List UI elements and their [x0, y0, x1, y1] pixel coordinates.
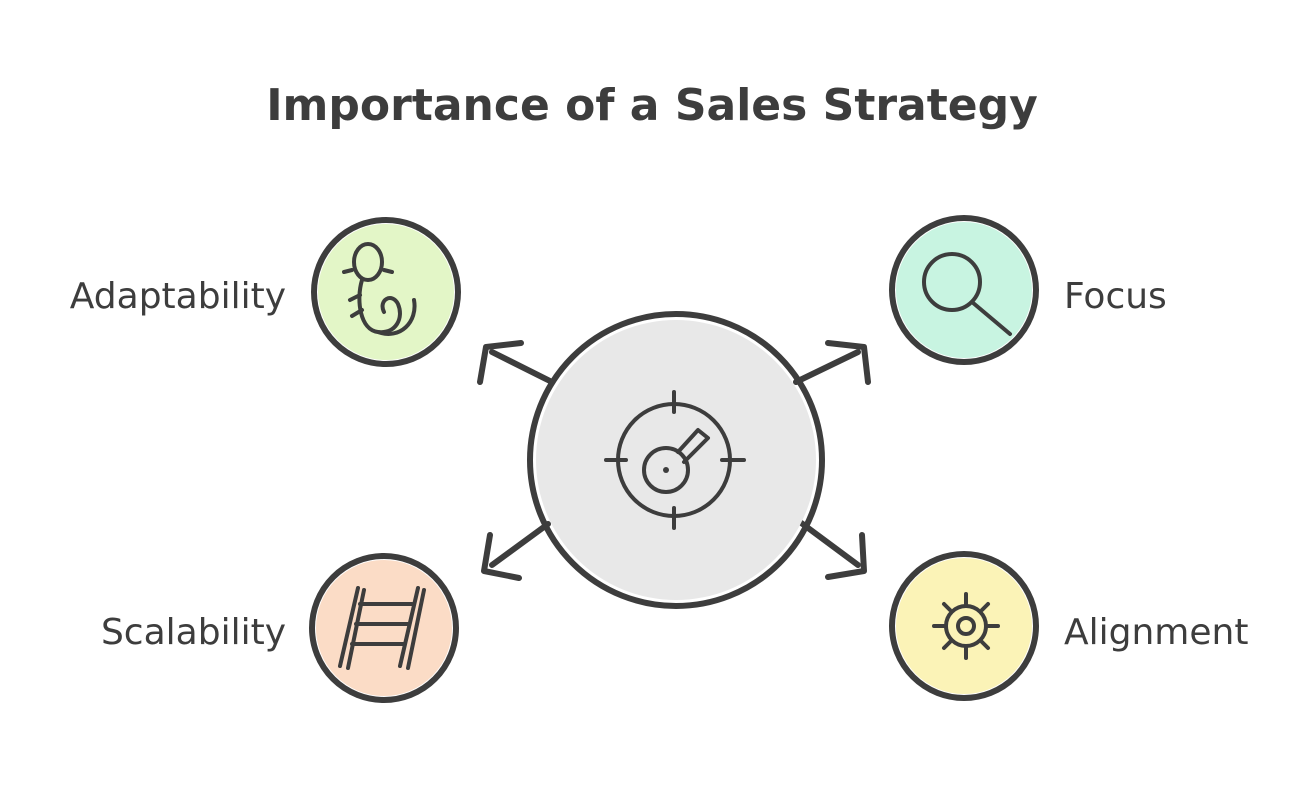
node-adaptability: Adaptability [70, 217, 461, 367]
target-dial-icon [604, 390, 746, 530]
arrow-to-adaptability [477, 340, 555, 385]
node-scalability-label: Scalability [101, 612, 286, 653]
central-hub-fill [536, 320, 816, 600]
magnifier-icon [922, 252, 1012, 336]
diagram-title: Importance of a Sales Strategy [266, 80, 1038, 131]
node-focus-label: Focus [1064, 276, 1167, 317]
salamander-icon [342, 242, 417, 336]
node-adaptability-label: Adaptability [70, 276, 286, 317]
node-focus-fill [896, 222, 1032, 358]
node-alignment-fill [896, 558, 1032, 694]
node-alignment-label: Alignment [1064, 612, 1248, 653]
node-scalability: Scalability [101, 553, 459, 703]
ladder-icon [338, 586, 426, 670]
arrow-to-scalability [481, 521, 551, 581]
sun-gear-icon [932, 592, 1000, 660]
node-alignment: Alignment [889, 551, 1248, 701]
node-focus: Focus [889, 215, 1167, 365]
node-scalability-fill [316, 560, 452, 696]
arrow-to-alignment [797, 519, 867, 580]
node-adaptability-fill [318, 224, 454, 360]
central-hub [527, 311, 825, 609]
arrow-to-focus [793, 340, 871, 385]
